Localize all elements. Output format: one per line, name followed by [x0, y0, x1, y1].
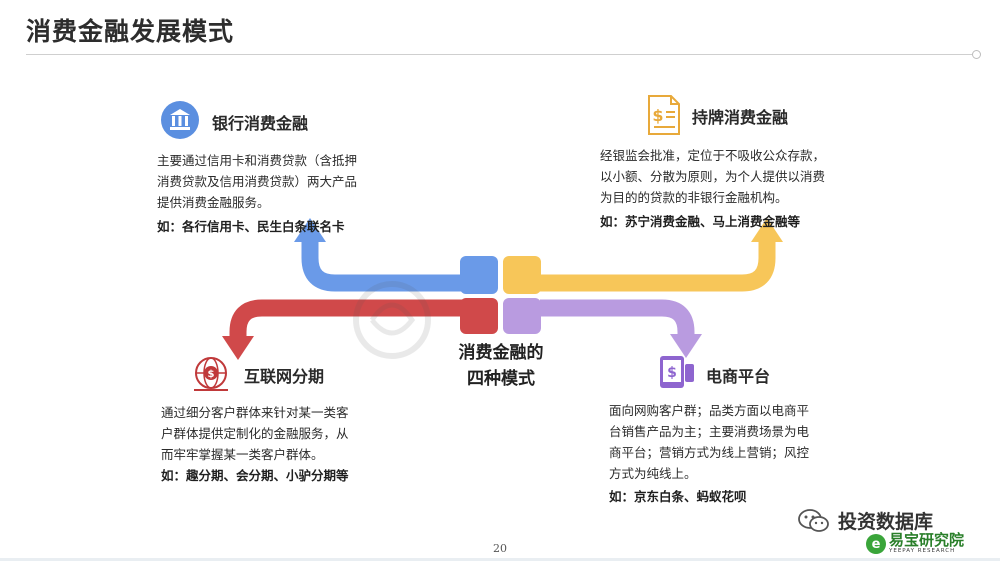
- bank-icon: [160, 100, 200, 144]
- ecommerce-description-line: 商平台；营销方式为线上营销；风控: [609, 445, 810, 460]
- tile-installment: [460, 298, 498, 334]
- arrow-licensed-head: [751, 218, 783, 242]
- licensed-example: 如：苏宁消费金融、马上消费金融等: [600, 214, 801, 229]
- arrow-installment: [229, 299, 462, 338]
- installment-description-line: 而牢牢掌握某一类客户群体。: [161, 447, 324, 462]
- licensed-heading: 持牌消费金融: [692, 108, 789, 127]
- page-title: 消费金融发展模式: [26, 17, 235, 46]
- ecommerce-description-line: 面向网购客户群；品类方面以电商平: [609, 403, 810, 418]
- bank-description-line: 消费贷款及信用消费贷款）两大产品: [157, 174, 358, 189]
- wechat-icon: [798, 508, 829, 532]
- ecommerce-description-line: 台销售产品为主；主要消费场景为电: [609, 424, 810, 439]
- licensed-description-line: 经银监会批准，定位于不吸收公众存款，: [600, 148, 826, 163]
- ecommerce-description-line: 方式为纯线上。: [609, 466, 697, 481]
- title-divider: [26, 54, 972, 55]
- center-label-line-2: 四种模式: [467, 369, 535, 389]
- globe-dollar-icon: $: [192, 355, 232, 397]
- svg-text:$: $: [652, 106, 663, 125]
- center-label: 消费金融的 四种模式: [441, 340, 561, 392]
- ecommerce-heading: 电商平台: [706, 367, 771, 386]
- svg-text:$: $: [208, 369, 215, 380]
- brand-mark-icon: e: [866, 534, 886, 554]
- wechat-watermark: 投资数据库: [798, 507, 933, 534]
- ecommerce-description: 面向网购客户群；品类方面以电商平 台销售产品为主；主要消费场景为电 商平台；营销…: [609, 400, 809, 484]
- brand-logo: e 易宝研究院 YEEPAY RESEARCH: [866, 533, 964, 555]
- title-divider-dot: [972, 50, 981, 59]
- bank-description: 主要通过信用卡和消费贷款（含抵押 消费贷款及信用消费贷款）两大产品 提供消费金融…: [157, 150, 357, 213]
- licensed-description: 经银监会批准，定位于不吸收公众存款， 以小额、分散为原则，为个人提供以消费 为目…: [600, 145, 825, 208]
- bank-description-line: 主要通过信用卡和消费贷款（含抵押: [157, 153, 358, 168]
- installment-example: 如：趣分期、会分期、小驴分期等: [161, 468, 349, 483]
- dollar-document-icon: $: [646, 94, 682, 140]
- arrow-licensed: [540, 240, 776, 292]
- page-number: 20: [493, 542, 507, 555]
- licensed-description-line: 以小额、分散为原则，为个人提供以消费: [600, 169, 826, 184]
- tile-bank: [460, 256, 498, 294]
- arrow-bank-head: [294, 218, 326, 242]
- brand-name: 易宝研究院: [889, 531, 965, 549]
- arrow-ecommerce: [540, 299, 695, 336]
- watermark-seal: [353, 281, 431, 359]
- licensed-description-line: 为目的的贷款的非银行金融机构。: [600, 190, 788, 205]
- svg-text:$: $: [667, 365, 677, 381]
- bank-example: 如：各行信用卡、民生白条联名卡: [157, 219, 345, 234]
- wechat-account-name: 投资数据库: [838, 511, 934, 533]
- installment-heading: 互联网分期: [244, 367, 325, 386]
- center-label-line-1: 消费金融的: [458, 343, 544, 363]
- tile-ecommerce: [503, 298, 541, 334]
- installment-description: 通过细分客户群体来针对某一类客 户群体提供定制化的金融服务，从 而牢牢掌握某一类…: [161, 402, 349, 465]
- tile-licensed: [503, 256, 541, 294]
- installment-description-line: 户群体提供定制化的金融服务，从: [161, 426, 349, 441]
- installment-description-line: 通过细分客户群体来针对某一类客: [161, 405, 349, 420]
- mobile-dollar-icon: $: [658, 352, 696, 394]
- bank-description-line: 提供消费金融服务。: [157, 195, 270, 210]
- arrow-installment-head: [222, 336, 254, 360]
- arrow-ecommerce-head: [670, 334, 702, 358]
- arrow-bank: [301, 240, 462, 292]
- ecommerce-example: 如：京东白条、蚂蚁花呗: [609, 489, 747, 504]
- footer-band: [0, 558, 1000, 561]
- bank-heading: 银行消费金融: [212, 114, 309, 133]
- brand-subtitle: YEEPAY RESEARCH: [889, 548, 956, 554]
